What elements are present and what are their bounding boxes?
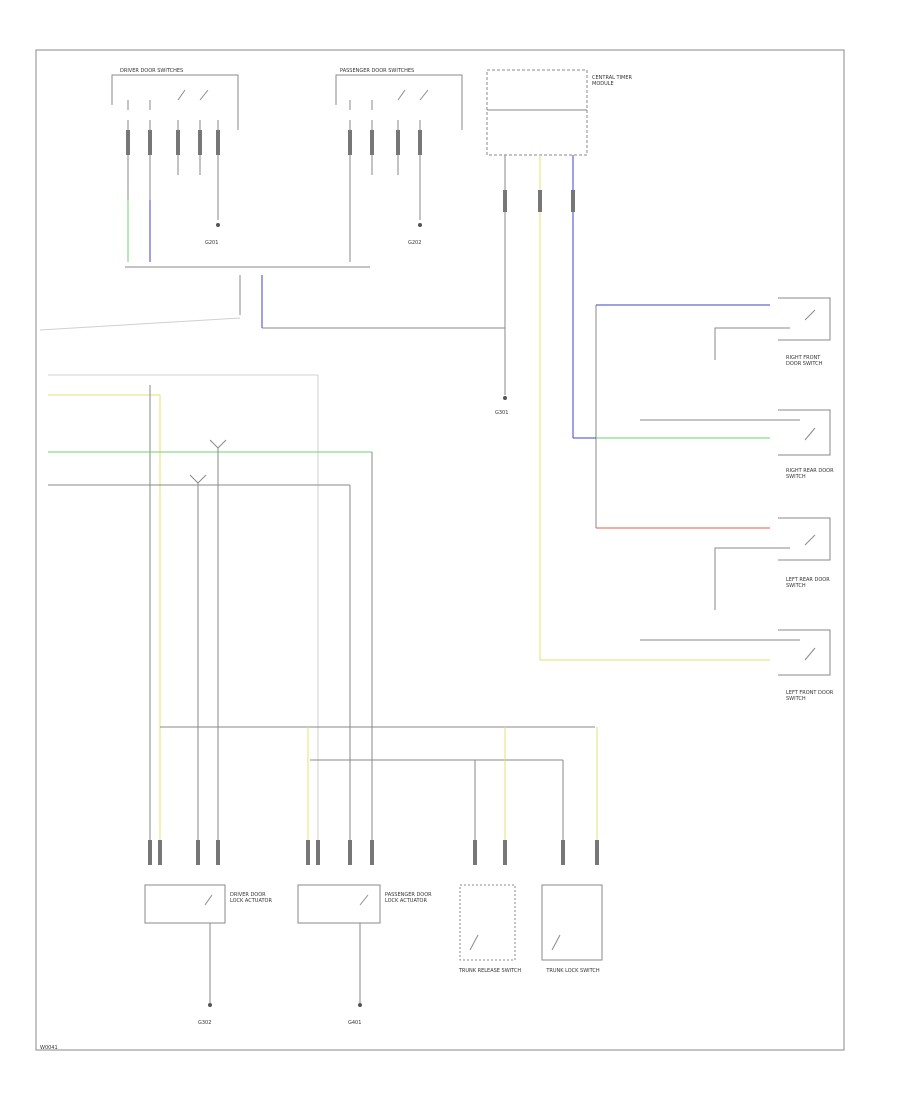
ground-label-5: G401	[348, 1020, 362, 1026]
ground-point-module	[503, 396, 507, 400]
connector-ticks	[126, 130, 599, 865]
diagram-frame	[35, 49, 845, 1051]
ground-point-driver-actuator	[208, 1003, 212, 1007]
ground-point-passenger	[418, 223, 422, 227]
ground-point-passenger-actuator	[358, 1003, 362, 1007]
wire-light-left	[39, 317, 241, 331]
rf-door-switch-label: RIGHT FRONT DOOR SWITCH	[786, 355, 823, 367]
passenger-actuator-label: PASSENGER DOOR LOCK ACTUATOR	[385, 892, 432, 904]
lf-door-switch-label: LEFT FRONT DOOR SWITCH	[786, 690, 834, 702]
splice-2	[189, 474, 207, 484]
ground-label-2: G202	[408, 240, 422, 246]
passenger-lock-actuator	[297, 884, 381, 1005]
trunk-release-switch	[459, 884, 516, 961]
control-module-box	[486, 69, 588, 156]
rr-door-switch-label: RIGHT REAR DOOR SWITCH	[786, 468, 834, 480]
ground-label-4: G302	[198, 1020, 212, 1026]
driver-lock-actuator	[144, 884, 226, 1005]
trunk-lock-label: TRUNK LOCK SWITCH	[546, 968, 600, 974]
driver-door-switch-label: DRIVER DOOR SWITCHES	[120, 68, 184, 74]
lr-door-switch-label: LEFT REAR DOOR SWITCH	[786, 577, 830, 589]
passenger-door-switch-label: PASSENGER DOOR SWITCHES	[340, 68, 415, 74]
splice-1	[209, 439, 227, 449]
ground-label-1: G201	[205, 240, 219, 246]
passenger-door-switch-cluster	[335, 74, 463, 262]
ground-point-driver	[216, 223, 220, 227]
ground-label-3: G301	[495, 410, 509, 416]
control-module-label: CENTRAL TIMER MODULE	[592, 75, 632, 87]
footer-code: W0041	[40, 1045, 58, 1051]
trunk-release-label: TRUNK RELEASE SWITCH	[458, 968, 522, 974]
right-door-switches	[595, 297, 831, 676]
trunk-lock-switch	[541, 884, 603, 961]
driver-actuator-label: DRIVER DOOR LOCK ACTUATOR	[230, 892, 272, 904]
